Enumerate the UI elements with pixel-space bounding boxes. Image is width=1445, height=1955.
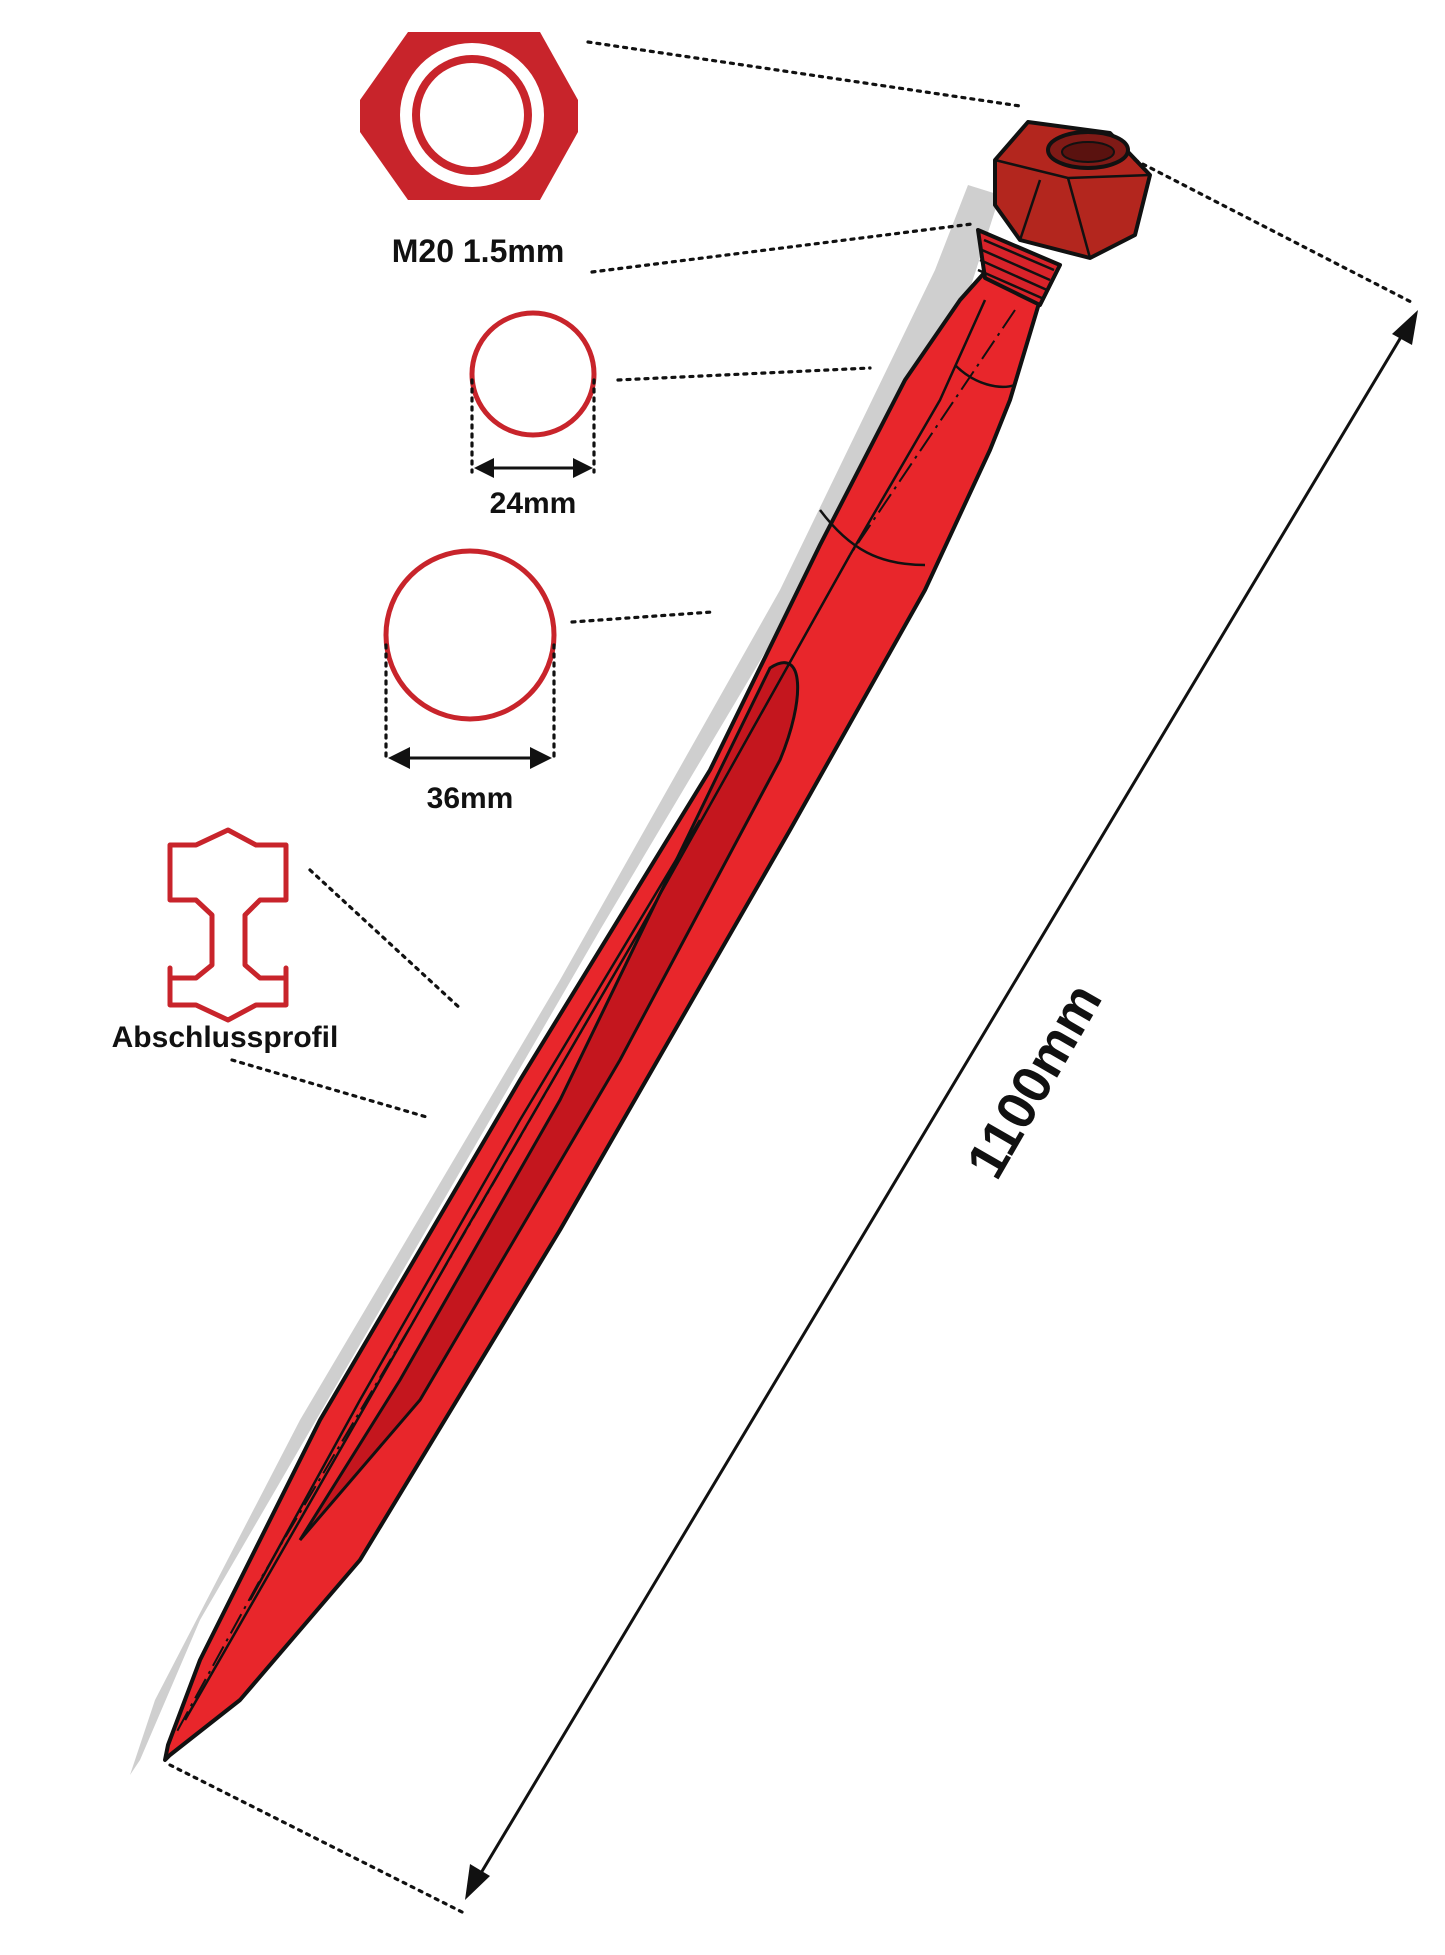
leader-thread: [590, 222, 974, 274]
thread-label: M20 1.5mm: [392, 233, 565, 269]
profile-label: Abschlussprofil: [112, 1021, 339, 1054]
tine-facet-2: [819, 509, 926, 567]
length-dimension: [168, 158, 1418, 1914]
bale-spear-tine: [163, 120, 1152, 1762]
diameter-24-dimension: [470, 378, 596, 478]
tine-facet-4: [848, 299, 987, 556]
diameter-36-icon: [383, 548, 557, 722]
leader-24: [616, 366, 872, 382]
diameter-36-label: 36mm: [427, 782, 514, 815]
tine-groove: [298, 661, 800, 1541]
diameter-24-label: 24mm: [490, 487, 577, 520]
length-label: 1100mm: [955, 974, 1114, 1189]
leader-36: [570, 610, 714, 624]
leader-profile-2: [230, 1058, 432, 1120]
tine-facet-1: [954, 364, 1016, 389]
hex-nut: [993, 120, 1152, 260]
tine-centerline: [174, 309, 1016, 1736]
profile-icon: [167, 827, 289, 1023]
leader-nut: [586, 40, 1022, 108]
tine-shadow: [130, 185, 1000, 1775]
leader-profile-1: [308, 868, 464, 1012]
hex-nut-icon: [360, 32, 578, 200]
tine-thread: [976, 228, 1062, 307]
diameter-36-dimension: [384, 643, 556, 769]
tine-facet-5: [248, 819, 702, 1601]
diameter-24-icon: [469, 310, 597, 438]
